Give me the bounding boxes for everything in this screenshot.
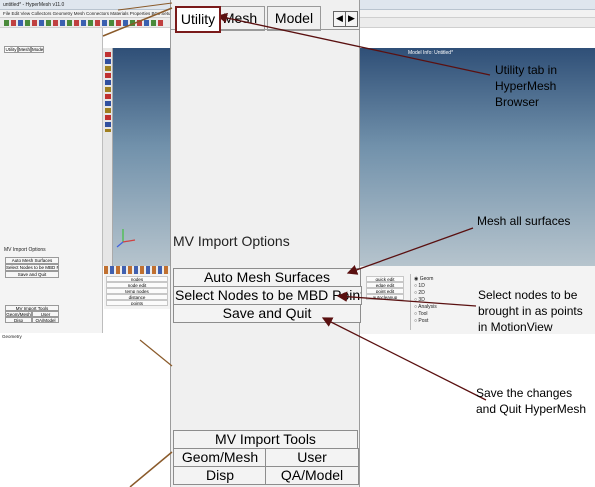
lower-icon-strip[interactable]	[104, 266, 170, 274]
panel-points[interactable]: points	[106, 300, 168, 306]
zoomed-utility-panel: Utility Mesh Model ◀ ▶ MV Import Options…	[170, 0, 362, 487]
disp-button[interactable]: Disp	[173, 466, 267, 485]
panel-temp-nodes[interactable]: temp nodes	[106, 288, 168, 294]
radio-2d[interactable]: ○ 2D	[414, 290, 425, 296]
mini-tab-utility[interactable]: Utility	[4, 46, 18, 53]
vertical-tool-strip[interactable]	[103, 48, 113, 266]
tab-scroll-right-icon[interactable]: ▶	[345, 11, 358, 27]
left-browser-panel: Utility Mesh Model MV Import Options Aut…	[0, 28, 103, 333]
viewport-model-info: Model Info: Untitled*	[408, 50, 454, 56]
zoom-guide-top-2	[117, 2, 173, 11]
zoom-guide-top	[102, 7, 173, 37]
panel-node-edit[interactable]: node edit	[106, 282, 168, 288]
radio-1d[interactable]: ○ 1D	[414, 283, 425, 289]
lower-panel-grid-left: nodes node edit temp nodes distance poin…	[104, 274, 170, 309]
grid-divider	[410, 274, 411, 330]
window-title: untitled* - HyperMesh v11.0	[3, 2, 65, 8]
callout-mesh-surfaces: Mesh all surfaces	[477, 214, 571, 228]
panel-point-edit[interactable]: point edit	[366, 288, 404, 294]
radio-analysis[interactable]: ○ Analysis	[414, 304, 437, 310]
arrow-select-nodes	[336, 291, 477, 307]
geom-mesh-button[interactable]: Geom/Mesh	[173, 448, 267, 467]
panel-quick-edit[interactable]: quick edit	[366, 276, 404, 282]
mini-mv-import-label: MV Import Options	[4, 247, 46, 253]
qa-model-button[interactable]: QA/Model	[265, 466, 359, 485]
radio-tool[interactable]: ○ Tool	[414, 311, 428, 317]
mini-auto-mesh-button[interactable]: Auto Mesh Surfaces	[5, 257, 59, 264]
mini-user-cell[interactable]: User	[32, 311, 59, 317]
mv-import-options-label: MV Import Options	[173, 233, 290, 249]
toolbar-icons[interactable]	[4, 20, 164, 26]
tab-utility[interactable]: Utility	[175, 6, 221, 33]
callout-select-nodes: Select nodes to be brought in as points …	[478, 288, 583, 334]
mini-qa-model-cell[interactable]: QA/Model	[32, 317, 59, 323]
mini-tools-label: MV Import Tools	[5, 305, 59, 311]
radio-3d[interactable]: ○ 3D	[414, 297, 425, 303]
mini-save-quit-button[interactable]: Save and Quit	[5, 271, 59, 278]
mini-tab-model[interactable]: Model	[31, 46, 44, 53]
mini-tab-mesh[interactable]: Mesh	[18, 46, 31, 53]
mini-disp-cell[interactable]: Disp	[5, 317, 32, 323]
arrow-save-quit	[321, 317, 487, 401]
radio-post[interactable]: ○ Post	[414, 318, 429, 324]
mini-geom-mesh-cell[interactable]: Geom/Mesh	[5, 311, 32, 317]
graphics-viewport-left[interactable]	[113, 48, 170, 266]
vertical-tool-icons[interactable]	[105, 52, 111, 132]
mini-status-text: Geometry	[2, 334, 22, 339]
auto-mesh-surfaces-button[interactable]: Auto Mesh Surfaces	[173, 268, 361, 287]
zoom-guide-mid	[139, 339, 173, 367]
zoom-guide-bottom	[129, 451, 173, 487]
mini-select-nodes-button[interactable]: Select Nodes to be MBD Points	[5, 264, 59, 271]
save-and-quit-button[interactable]: Save and Quit	[173, 304, 361, 323]
tab-underline	[171, 29, 359, 30]
callout-utility-tab: Utility tab in HyperMesh Browser	[495, 63, 558, 109]
user-button[interactable]: User	[265, 448, 359, 467]
panel-nodes[interactable]: nodes	[106, 276, 168, 282]
callout-save-quit: Save the changes and Quit HyperMesh	[476, 386, 587, 416]
arrow-utility-tab	[216, 12, 491, 76]
graphics-viewport-right[interactable]: Model Info: Untitled*	[360, 48, 595, 266]
arrow-auto-mesh	[346, 227, 474, 275]
menu-items[interactable]: File Edit View Collectors Geometry Mesh …	[3, 11, 185, 16]
panel-distance[interactable]: distance	[106, 294, 168, 300]
radio-geom[interactable]: ◉ Geom	[414, 276, 434, 282]
axis-triad-icon	[116, 229, 136, 248]
panel-edge-edit[interactable]: edge edit	[366, 282, 404, 288]
tab-model[interactable]: Model	[267, 6, 321, 31]
